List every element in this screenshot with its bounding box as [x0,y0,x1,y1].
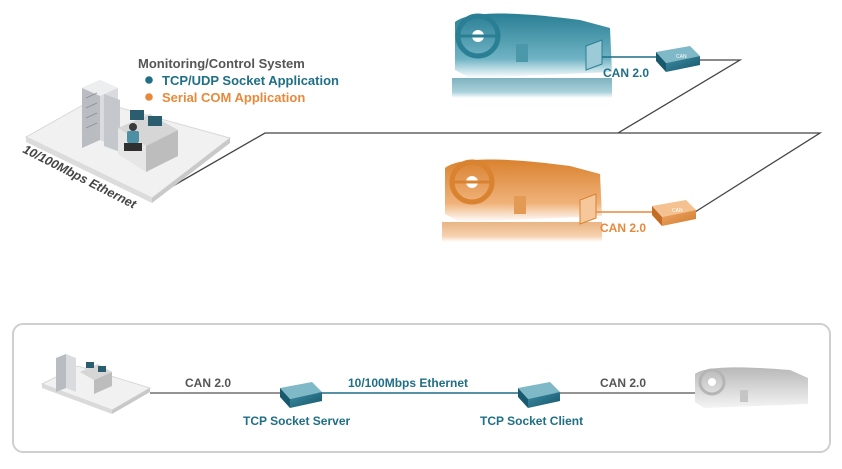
can-label-teal: CAN 2.0 [603,66,649,80]
small-monitoring-station-illustration [40,354,152,414]
svg-text:CAN: CAN [676,54,687,60]
can-device-orange-icon: CAN [652,200,696,226]
can-label-right: CAN 2.0 [600,376,646,390]
grey-car-dashboard-illustration [695,367,808,408]
monitoring-station-illustration [24,80,232,203]
tcp-server-label: TCP Socket Server [243,414,350,428]
tcp-server-device-icon [280,382,322,408]
orange-car-dashboard-illustration [442,159,602,242]
tcp-client-device-icon [518,382,560,408]
legend-serial-label: Serial COM Application [162,90,305,105]
can-label-orange: CAN 2.0 [600,221,646,235]
ethernet-label-bottom: 10/100Mbps Ethernet [348,376,468,390]
bottom-panel [12,323,831,453]
can-label-left: CAN 2.0 [185,376,231,390]
can-device-teal-icon: CAN [656,46,700,72]
teal-car-dashboard-illustration [452,13,612,98]
legend-dot-tcp [145,76,153,84]
system-title: Monitoring/Control System [138,56,305,71]
legend-dot-serial [145,93,153,101]
svg-text:CAN: CAN [672,208,683,214]
legend-tcp-label: TCP/UDP Socket Application [162,73,339,88]
tcp-client-label: TCP Socket Client [480,414,583,428]
